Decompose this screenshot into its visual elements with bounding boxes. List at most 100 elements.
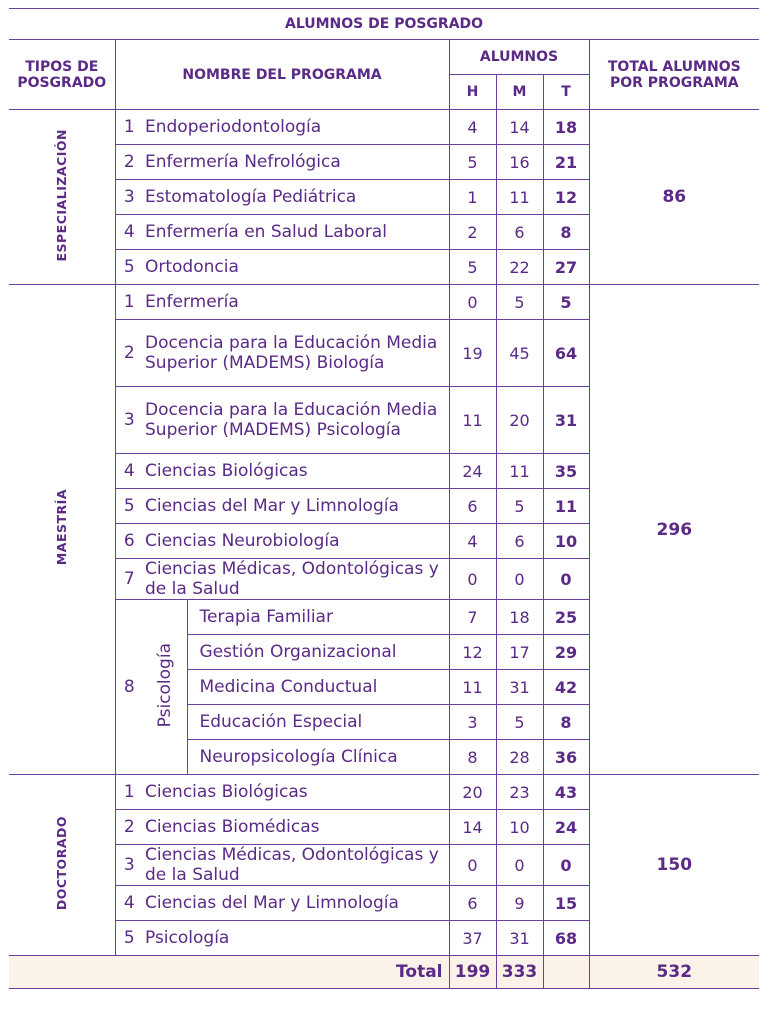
row-index: 8 (114, 599, 143, 775)
header-h: H (448, 74, 497, 110)
type-doctorado: DOCTORADO (9, 774, 116, 956)
row-index: 5 (114, 249, 143, 285)
row-index: 3 (114, 179, 143, 215)
count-m: 11 (495, 179, 544, 215)
psicologia-group-label: Psicología (143, 599, 188, 775)
count-h: 5 (448, 144, 497, 180)
count-t: 25 (542, 599, 590, 635)
table-row: 4 Ciencias Biológicas 24 11 35 (9, 453, 759, 489)
row-index: 7 (114, 558, 143, 600)
row-index: 3 (114, 844, 143, 886)
count-t: 0 (542, 844, 590, 886)
table-row: 5 Ortodoncia 5 22 27 (9, 249, 759, 285)
table-row: Gestión Organizacional 12 17 29 (9, 634, 759, 670)
table-row: 5 Ciencias del Mar y Limnología 6 5 11 (9, 488, 759, 524)
program-name: Psicología (143, 920, 450, 956)
type-maestria: MAESTRÍA (9, 284, 116, 775)
row-index: 5 (114, 488, 143, 524)
count-h: 0 (448, 284, 497, 320)
row-index: 1 (114, 109, 143, 145)
program-name: Ciencias del Mar y Limnología (143, 488, 450, 524)
row-index: 5 (114, 920, 143, 956)
count-m: 6 (495, 523, 544, 559)
count-t: 0 (542, 558, 590, 600)
program-name: Docencia para la Educación Media Superio… (143, 319, 450, 387)
table-row: 2 Docencia para la Educación Media Super… (9, 319, 759, 387)
table-row: 7 Ciencias Médicas, Odontológicas y de l… (9, 558, 759, 600)
count-t: 29 (542, 634, 590, 670)
program-name: Gestión Organizacional (186, 634, 450, 670)
count-t: 31 (542, 386, 590, 454)
count-m: 31 (495, 669, 544, 705)
total-doctorado: 150 (588, 774, 760, 956)
posgrado-table: ALUMNOS DE POSGRADO TIPOS DE POSGRADO NO… (9, 8, 760, 989)
count-m: 18 (495, 599, 544, 635)
count-m: 0 (495, 844, 544, 886)
table-row: 3 Docencia para la Educación Media Super… (9, 386, 759, 454)
program-name: Estomatología Pediátrica (143, 179, 450, 215)
row-index: 1 (114, 284, 143, 320)
count-t: 11 (542, 488, 590, 524)
count-m: 22 (495, 249, 544, 285)
count-t: 68 (542, 920, 590, 956)
row-index: 4 (114, 885, 143, 921)
count-m: 23 (495, 774, 544, 810)
table-row: MAESTRÍA 1 Enfermería 0 5 5 296 (9, 284, 760, 775)
row-index: 2 (114, 809, 143, 845)
program-name: Ciencias Biológicas (143, 774, 450, 810)
count-h: 4 (448, 109, 497, 145)
count-t: 12 (542, 179, 590, 215)
row-index: 6 (114, 523, 143, 559)
count-h: 24 (448, 453, 497, 489)
program-name: Ciencias Médicas, Odontológicas y de la … (143, 844, 450, 886)
table-row: Medicina Conductual 11 31 42 (9, 669, 759, 705)
count-m: 5 (495, 704, 544, 740)
row-index: 4 (114, 214, 143, 250)
program-name: Ciencias Biológicas (143, 453, 450, 489)
program-name: Ciencias Médicas, Odontológicas y de la … (143, 558, 450, 600)
header-m: M (495, 74, 544, 110)
count-t: 10 (542, 523, 590, 559)
table-row: 4 Enfermería en Salud Laboral 2 6 8 (9, 214, 759, 250)
total-maestria: 296 (588, 284, 760, 775)
header-tipos: TIPOS DE POSGRADO (9, 39, 116, 110)
count-t: 24 (542, 809, 590, 845)
count-h: 7 (448, 599, 497, 635)
count-m: 11 (495, 453, 544, 489)
program-name: Ortodoncia (143, 249, 450, 285)
table-row: 3 Ciencias Médicas, Odontológicas y de l… (9, 844, 759, 886)
count-m: 10 (495, 809, 544, 845)
program-name: Enfermería Nefrológica (143, 144, 450, 180)
count-m: 20 (495, 386, 544, 454)
count-t: 5 (542, 284, 590, 320)
count-t: 8 (542, 704, 590, 740)
count-m: 31 (495, 920, 544, 956)
header-nombre: NOMBRE DEL PROGRAMA (114, 39, 450, 110)
row-index: 2 (114, 144, 143, 180)
program-name: Ciencias Biomédicas (143, 809, 450, 845)
program-name: Enfermería (143, 284, 450, 320)
count-t: 15 (542, 885, 590, 921)
total-m: 333 (495, 955, 544, 989)
count-h: 0 (448, 844, 497, 886)
count-h: 37 (448, 920, 497, 956)
program-name: Terapia Familiar (186, 599, 450, 635)
row-index: 3 (114, 386, 143, 454)
count-m: 6 (495, 214, 544, 250)
type-especializacion: ESPECIALIZACIÓN (9, 109, 116, 285)
table-row: 3 Estomatología Pediátrica 1 11 12 (9, 179, 759, 215)
table-title: ALUMNOS DE POSGRADO (9, 8, 760, 40)
program-name: Educación Especial (186, 704, 450, 740)
program-name: Enfermería en Salud Laboral (143, 214, 450, 250)
total-h: 199 (448, 955, 497, 989)
table-row: ESPECIALIZACIÓN 1 Endoperiodontología 4 … (9, 109, 760, 285)
table-row: 5 Psicología 37 31 68 (9, 920, 759, 956)
count-t: 21 (542, 144, 590, 180)
program-name: Neuropsicología Clínica (186, 739, 450, 775)
count-h: 5 (448, 249, 497, 285)
count-m: 9 (495, 885, 544, 921)
count-h: 19 (448, 319, 497, 387)
count-h: 14 (448, 809, 497, 845)
total-label: Total (9, 955, 449, 989)
total-row: Total 199 333 532 (9, 955, 760, 989)
